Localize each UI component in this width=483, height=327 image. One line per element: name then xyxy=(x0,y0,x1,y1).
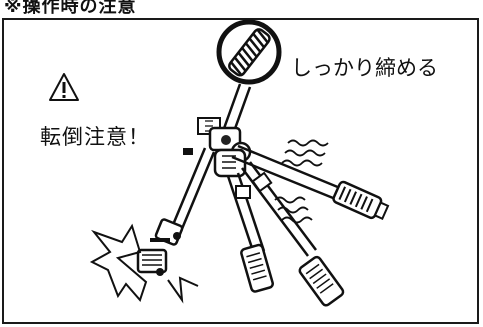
warning-triangle-icon xyxy=(49,73,79,101)
tripod-leg-left xyxy=(136,147,216,276)
tripod-head xyxy=(183,117,252,178)
vibration-lines-icon xyxy=(274,139,329,224)
illustration-frame xyxy=(2,18,479,324)
impact-burst-icon xyxy=(89,223,199,304)
tripod-leg-back xyxy=(241,161,345,307)
tripod-leg-middle xyxy=(226,172,274,293)
tighten-label: しっかり締める xyxy=(291,56,438,80)
tip-over-warning: 転倒注意！ xyxy=(40,125,150,149)
knob-tighten-icon xyxy=(216,19,282,85)
tripod-leg-right xyxy=(231,144,390,221)
page-title: ※操作時の注意 xyxy=(4,0,137,17)
